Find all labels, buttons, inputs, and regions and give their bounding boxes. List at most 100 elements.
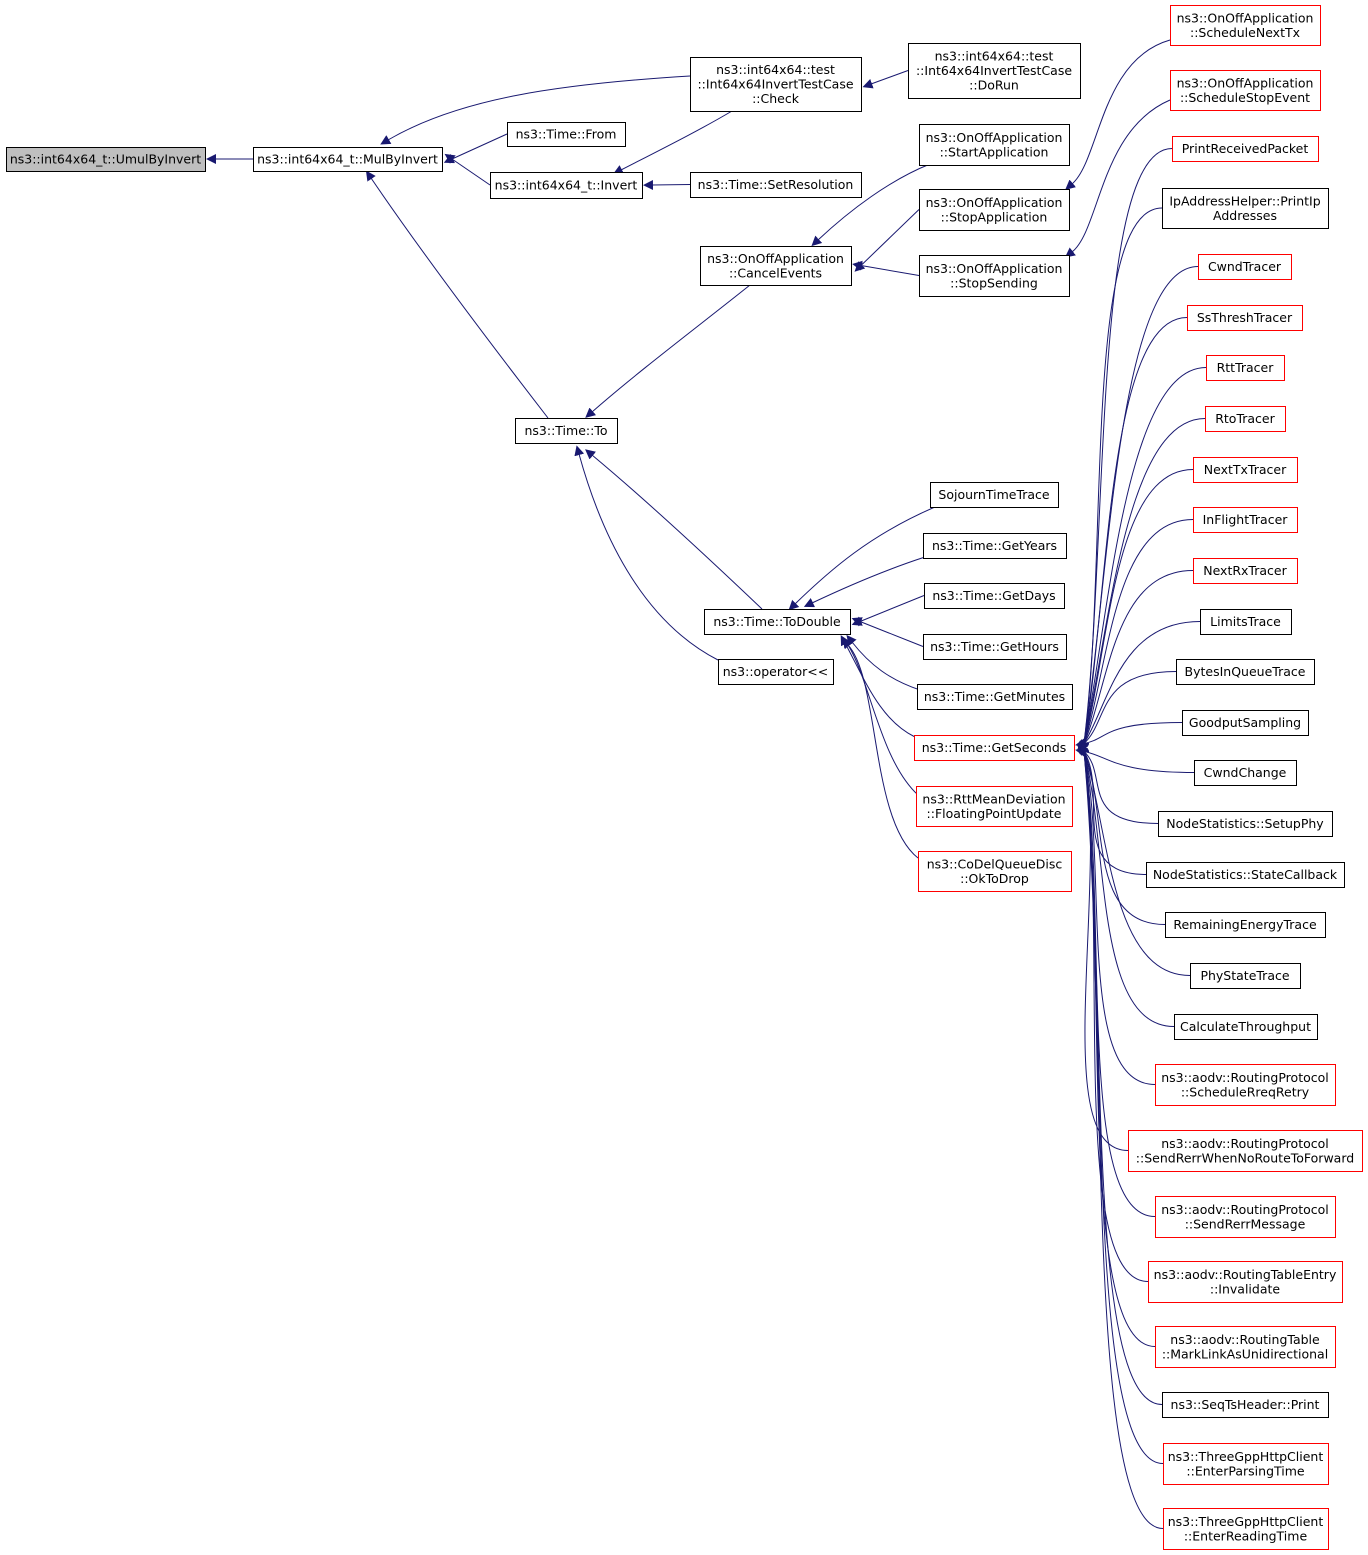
node-label-line: ns3::OnOffApplication xyxy=(926,261,1063,276)
node-label-line: NextTxTracer xyxy=(1204,462,1287,477)
node-getminutes[interactable]: ns3::Time::GetMinutes xyxy=(917,684,1073,710)
node-rtttracer[interactable]: RttTracer xyxy=(1206,355,1285,381)
node-label-line: ::MarkLinkAsUnidirectional xyxy=(1162,1346,1328,1361)
node-codel[interactable]: ns3::CoDelQueueDisc::OkToDrop xyxy=(918,851,1072,892)
node-to[interactable]: ns3::Time::To xyxy=(515,418,618,444)
node-label-line: ns3::Time::GetHours xyxy=(930,639,1059,654)
node-goodput[interactable]: GoodputSampling xyxy=(1182,710,1309,736)
node-cancel[interactable]: ns3::OnOffApplication::CancelEvents xyxy=(700,246,852,286)
node-box xyxy=(1200,609,1292,635)
node-schednext[interactable]: ns3::OnOffApplication::ScheduleNextTx xyxy=(1170,5,1321,46)
node-check[interactable]: ns3::int64x64::test::Int64x64InvertTestC… xyxy=(690,57,862,112)
node-sojourn[interactable]: SojournTimeTrace xyxy=(930,482,1059,508)
node-dorun[interactable]: ns3::int64x64::test::Int64x64InvertTestC… xyxy=(908,43,1081,99)
node-box xyxy=(1128,1130,1363,1172)
node-label-line: NextRxTracer xyxy=(1203,563,1287,578)
node-calcthr[interactable]: CalculateThroughput xyxy=(1174,1014,1318,1040)
node-label-line: ns3::Time::GetYears xyxy=(932,538,1057,553)
node-label-line: CwndChange xyxy=(1204,765,1287,780)
node-gethours[interactable]: ns3::Time::GetHours xyxy=(923,634,1067,660)
node-label-line: RttTracer xyxy=(1217,360,1275,375)
node-nexttx[interactable]: NextTxTracer xyxy=(1193,457,1298,483)
node-inflight[interactable]: InFlightTracer xyxy=(1193,507,1298,533)
node-box xyxy=(515,418,618,444)
node-getdays[interactable]: ns3::Time::GetDays xyxy=(924,583,1065,609)
node-seqts[interactable]: ns3::SeqTsHeader::Print xyxy=(1162,1392,1329,1418)
node-nextrx[interactable]: NextRxTracer xyxy=(1193,558,1298,584)
node-ssthresh[interactable]: SsThreshTracer xyxy=(1187,305,1303,331)
edge-statecb-to-getseconds xyxy=(1079,743,1147,875)
node-cwndtracer[interactable]: CwndTracer xyxy=(1198,254,1292,280)
node-label-line: ::ScheduleStopEvent xyxy=(1180,90,1310,105)
node-statecb[interactable]: NodeStatistics::StateCallback xyxy=(1146,862,1345,888)
edges-layer xyxy=(206,39,1207,1529)
node-cwndchange[interactable]: CwndChange xyxy=(1194,760,1297,786)
node-bytesinq[interactable]: BytesInQueueTrace xyxy=(1176,659,1315,685)
node-box xyxy=(1163,1508,1329,1550)
node-sendrerrnoroute[interactable]: ns3::aodv::RoutingProtocol::SendRerrWhen… xyxy=(1128,1130,1363,1172)
edge-calcthr-to-getseconds xyxy=(1079,742,1175,1027)
node-label-line: LimitsTrace xyxy=(1210,614,1281,629)
node-schedrreq[interactable]: ns3::aodv::RoutingProtocol::ScheduleRreq… xyxy=(1155,1064,1336,1106)
node-box xyxy=(1170,70,1321,111)
node-sendrerrmsg[interactable]: ns3::aodv::RoutingProtocol::SendRerrMess… xyxy=(1155,1196,1336,1238)
node-label-line: ns3::Time::ToDouble xyxy=(713,614,841,629)
node-label-line: ::EnterReadingTime xyxy=(1184,1528,1308,1543)
node-getseconds[interactable]: ns3::Time::GetSeconds xyxy=(914,735,1075,761)
node-enterreading[interactable]: ns3::ThreeGppHttpClient::EnterReadingTim… xyxy=(1163,1508,1329,1550)
node-todouble[interactable]: ns3::Time::ToDouble xyxy=(704,609,851,635)
edge-cwndchange-to-getseconds xyxy=(1075,746,1195,773)
node-label-line: ns3::OnOffApplication xyxy=(707,251,844,266)
node-enterparsing[interactable]: ns3::ThreeGppHttpClient::EnterParsingTim… xyxy=(1163,1443,1329,1485)
node-box xyxy=(923,533,1067,559)
edge-sendrerrmsg-to-getseconds xyxy=(1079,742,1156,1217)
edge-schedrreq-to-getseconds xyxy=(1079,742,1156,1085)
node-stopapp[interactable]: ns3::OnOffApplication::StopApplication xyxy=(919,189,1070,231)
node-limits[interactable]: LimitsTrace xyxy=(1200,609,1292,635)
node-mulbyinvert[interactable]: ns3::int64x64_t::MulByInvert xyxy=(253,147,443,172)
node-rtinvalidate[interactable]: ns3::aodv::RoutingTableEntry::Invalidate xyxy=(1148,1261,1343,1303)
edge-check-to-invert xyxy=(612,110,733,175)
node-box xyxy=(1176,659,1315,685)
edge-rtttracer-to-getseconds xyxy=(1079,367,1207,753)
node-setres[interactable]: ns3::Time::SetResolution xyxy=(690,172,862,198)
node-getyears[interactable]: ns3::Time::GetYears xyxy=(923,533,1067,559)
node-invert[interactable]: ns3::int64x64_t::Invert xyxy=(490,172,643,199)
node-label-line: PrintReceivedPacket xyxy=(1182,141,1309,156)
edge-schednext-to-stopapp xyxy=(1065,39,1171,190)
node-box xyxy=(690,172,862,198)
node-rttmean[interactable]: ns3::RttMeanDeviation::FloatingPointUpda… xyxy=(916,786,1073,827)
node-label-line: ns3::OnOffApplication xyxy=(926,130,1063,145)
node-label-line: ns3::int64x64_t::UmulByInvert xyxy=(10,152,201,167)
node-phystate[interactable]: PhyStateTrace xyxy=(1190,963,1301,989)
node-printrecv[interactable]: PrintReceivedPacket xyxy=(1172,136,1319,162)
edge-enterreading-to-getseconds xyxy=(1079,742,1164,1529)
node-marklink[interactable]: ns3::aodv::RoutingTable::MarkLinkAsUnidi… xyxy=(1155,1326,1336,1368)
node-box xyxy=(700,246,852,286)
node-box xyxy=(1155,1064,1336,1106)
edge-from-to-mulbyinvert xyxy=(443,133,508,164)
node-label-line: CalculateThroughput xyxy=(1180,1019,1311,1034)
node-box xyxy=(253,147,443,172)
node-label-line: ::StopApplication xyxy=(941,209,1048,224)
node-setupphy[interactable]: NodeStatistics::SetupPhy xyxy=(1158,811,1333,837)
node-stopsend[interactable]: ns3::OnOffApplication::StopSending xyxy=(919,255,1070,297)
node-label-line: ns3::Time::SetResolution xyxy=(698,177,854,192)
node-umul[interactable]: ns3::int64x64_t::UmulByInvert xyxy=(6,147,206,172)
node-opshift[interactable]: ns3::operator<< xyxy=(718,659,834,685)
node-remaining[interactable]: RemainingEnergyTrace xyxy=(1165,912,1326,938)
node-box xyxy=(704,609,851,635)
node-label-line: ::Int64x64InvertTestCase xyxy=(916,63,1072,78)
node-box xyxy=(1162,188,1329,229)
node-startapp[interactable]: ns3::OnOffApplication::StartApplication xyxy=(919,124,1070,166)
node-label-line: CwndTracer xyxy=(1208,259,1282,274)
edge-setupphy-to-getseconds xyxy=(1077,745,1159,824)
node-label-line: NodeStatistics::StateCallback xyxy=(1153,867,1338,882)
edge-gethours-to-todouble xyxy=(851,617,924,647)
node-schedstop[interactable]: ns3::OnOffApplication::ScheduleStopEvent xyxy=(1170,70,1321,111)
node-from[interactable]: ns3::Time::From xyxy=(507,122,626,147)
node-label-line: ns3::aodv::RoutingTable xyxy=(1170,1332,1320,1347)
node-rtotracer[interactable]: RtoTracer xyxy=(1205,406,1286,432)
